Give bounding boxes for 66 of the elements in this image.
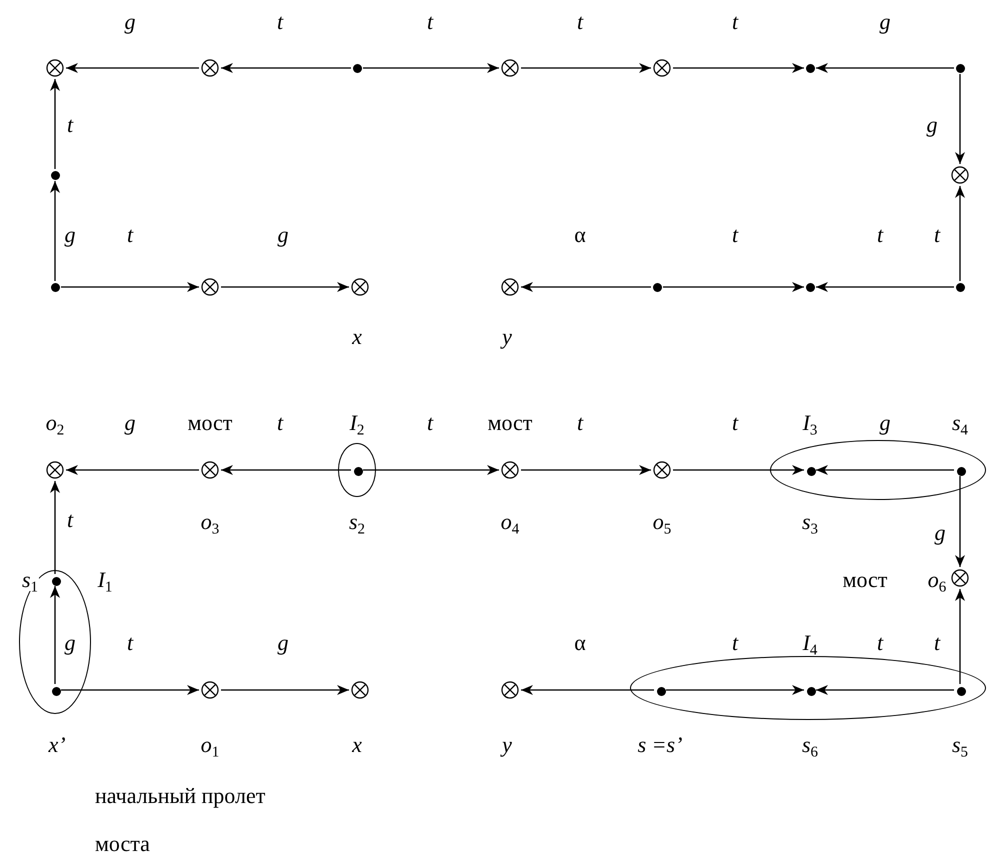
arrow — [66, 465, 199, 475]
crossed-circle-node — [501, 278, 519, 296]
arrow — [816, 282, 954, 292]
note-text: начальный пролет моста — [95, 782, 266, 858]
dot-node — [354, 466, 362, 476]
arrow — [221, 63, 351, 73]
arrow — [221, 685, 349, 695]
crossed-circle-node — [951, 569, 969, 587]
crossed-circle-node — [501, 681, 519, 699]
crossed-circle-node — [201, 59, 219, 77]
arrow — [955, 589, 965, 684]
crossed-circle-node — [653, 59, 671, 77]
arrow — [816, 63, 954, 73]
dot-node — [52, 686, 60, 696]
arrow — [61, 685, 199, 695]
arrow — [363, 63, 499, 73]
arrow — [50, 481, 60, 574]
dot-node — [652, 282, 662, 292]
arrow — [955, 186, 965, 281]
group-ellipse — [338, 443, 376, 497]
crossed-circle-node — [951, 166, 969, 184]
dot-node — [806, 686, 816, 696]
arrow — [61, 282, 199, 292]
arrow — [955, 476, 965, 567]
arrow — [50, 181, 60, 281]
dot-node — [956, 64, 964, 72]
crossed-circle-node — [201, 681, 219, 699]
arrow — [816, 465, 954, 475]
crossed-circle-node — [201, 278, 219, 296]
dot-node — [50, 282, 60, 292]
dot-node — [52, 576, 60, 586]
arrow — [50, 79, 60, 169]
arrow — [50, 586, 60, 684]
arrow — [221, 465, 351, 475]
crossed-circle-node — [653, 461, 671, 479]
arrow — [363, 465, 499, 475]
dot-node — [956, 282, 964, 292]
group-ellipse — [770, 440, 986, 500]
arrow — [673, 465, 804, 475]
arrow — [816, 685, 954, 695]
arrow — [521, 63, 651, 73]
dot-node — [352, 64, 362, 72]
arrow — [673, 63, 804, 73]
crossed-circle-node — [351, 681, 369, 699]
arrow — [666, 685, 804, 695]
dot-node — [956, 686, 966, 696]
arrow — [521, 465, 651, 475]
group-ellipse — [630, 656, 986, 720]
crossed-circle-node — [201, 461, 219, 479]
dot-node — [656, 686, 666, 696]
dot-node — [806, 282, 814, 292]
arrow — [221, 282, 349, 292]
arrow — [521, 282, 651, 292]
crossed-circle-node — [46, 461, 64, 479]
dot-node — [956, 466, 966, 476]
crossed-circle-node — [501, 461, 519, 479]
arrow — [663, 282, 804, 292]
crossed-circle-node — [46, 59, 64, 77]
crossed-circle-node — [351, 278, 369, 296]
dot-node — [50, 170, 60, 180]
arrow — [66, 63, 199, 73]
arrow — [521, 685, 654, 695]
crossed-circle-node — [501, 59, 519, 77]
dot-node — [806, 466, 816, 476]
dot-node — [806, 64, 814, 72]
arrow — [955, 74, 965, 164]
